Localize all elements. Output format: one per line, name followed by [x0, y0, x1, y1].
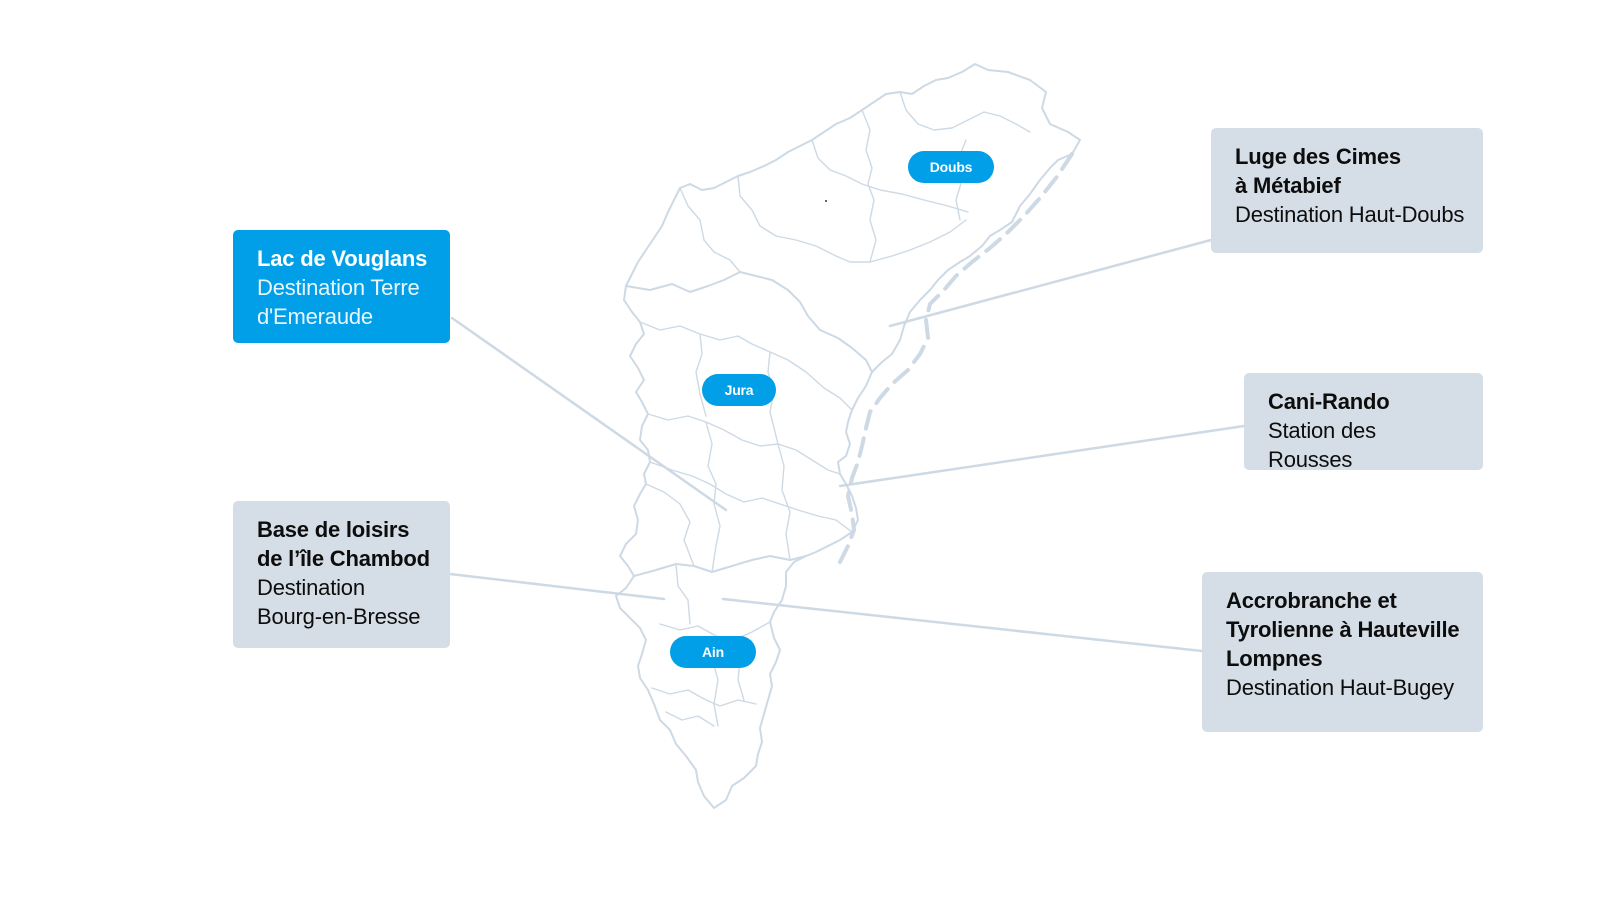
place-card-luge-des-cimes[interactable]: Luge des Cimes à Métabief Destination Ha…	[1211, 128, 1483, 253]
place-card-ile-chambod[interactable]: Base de loisirs de l’île Chambod Destina…	[233, 501, 450, 648]
region-outline	[615, 63, 1081, 809]
place-subtitle: Station des Rousses	[1268, 418, 1376, 472]
place-subtitle: Destination Haut-Doubs	[1235, 202, 1465, 227]
place-title: Lac de Vouglans	[257, 246, 428, 271]
department-label-jura[interactable]: Jura	[702, 374, 776, 406]
leader-line-canirando	[838, 424, 1246, 488]
place-title: Cani-Rando	[1268, 389, 1390, 414]
map-marker-dot	[825, 200, 827, 202]
leader-line-luge	[888, 238, 1213, 328]
place-card-accrobranche[interactable]: Accrobranche et Tyrolienne à Hauteville …	[1202, 572, 1483, 732]
place-subtitle: Destination Haut-Bugey	[1226, 675, 1454, 700]
jura-ain-boundary	[633, 555, 807, 577]
department-label-doubs[interactable]: Doubs	[908, 151, 994, 183]
place-subtitle: Destination Bourg-en-Bresse	[257, 575, 421, 629]
leader-line-vouglans	[450, 316, 728, 512]
place-card-cani-rando[interactable]: Cani-Rando Station des Rousses	[1244, 373, 1483, 472]
border-dashed-line	[838, 152, 1074, 564]
place-subtitle: Destination Terre d'Emeraude	[257, 275, 420, 329]
interior-boundaries	[639, 91, 1031, 727]
leader-line-accro	[721, 597, 1204, 653]
place-card-lac-de-vouglans[interactable]: Lac de Vouglans Destination Terre d'Emer…	[233, 230, 450, 343]
leader-line-chambod	[448, 572, 666, 601]
doubs-jura-boundary	[625, 271, 873, 373]
place-title: Luge des Cimes à Métabief	[1235, 144, 1401, 198]
department-label-ain[interactable]: Ain	[670, 636, 756, 668]
place-title: Accrobranche et Tyrolienne à Hauteville …	[1226, 588, 1460, 671]
place-title: Base de loisirs de l’île Chambod	[257, 517, 430, 571]
